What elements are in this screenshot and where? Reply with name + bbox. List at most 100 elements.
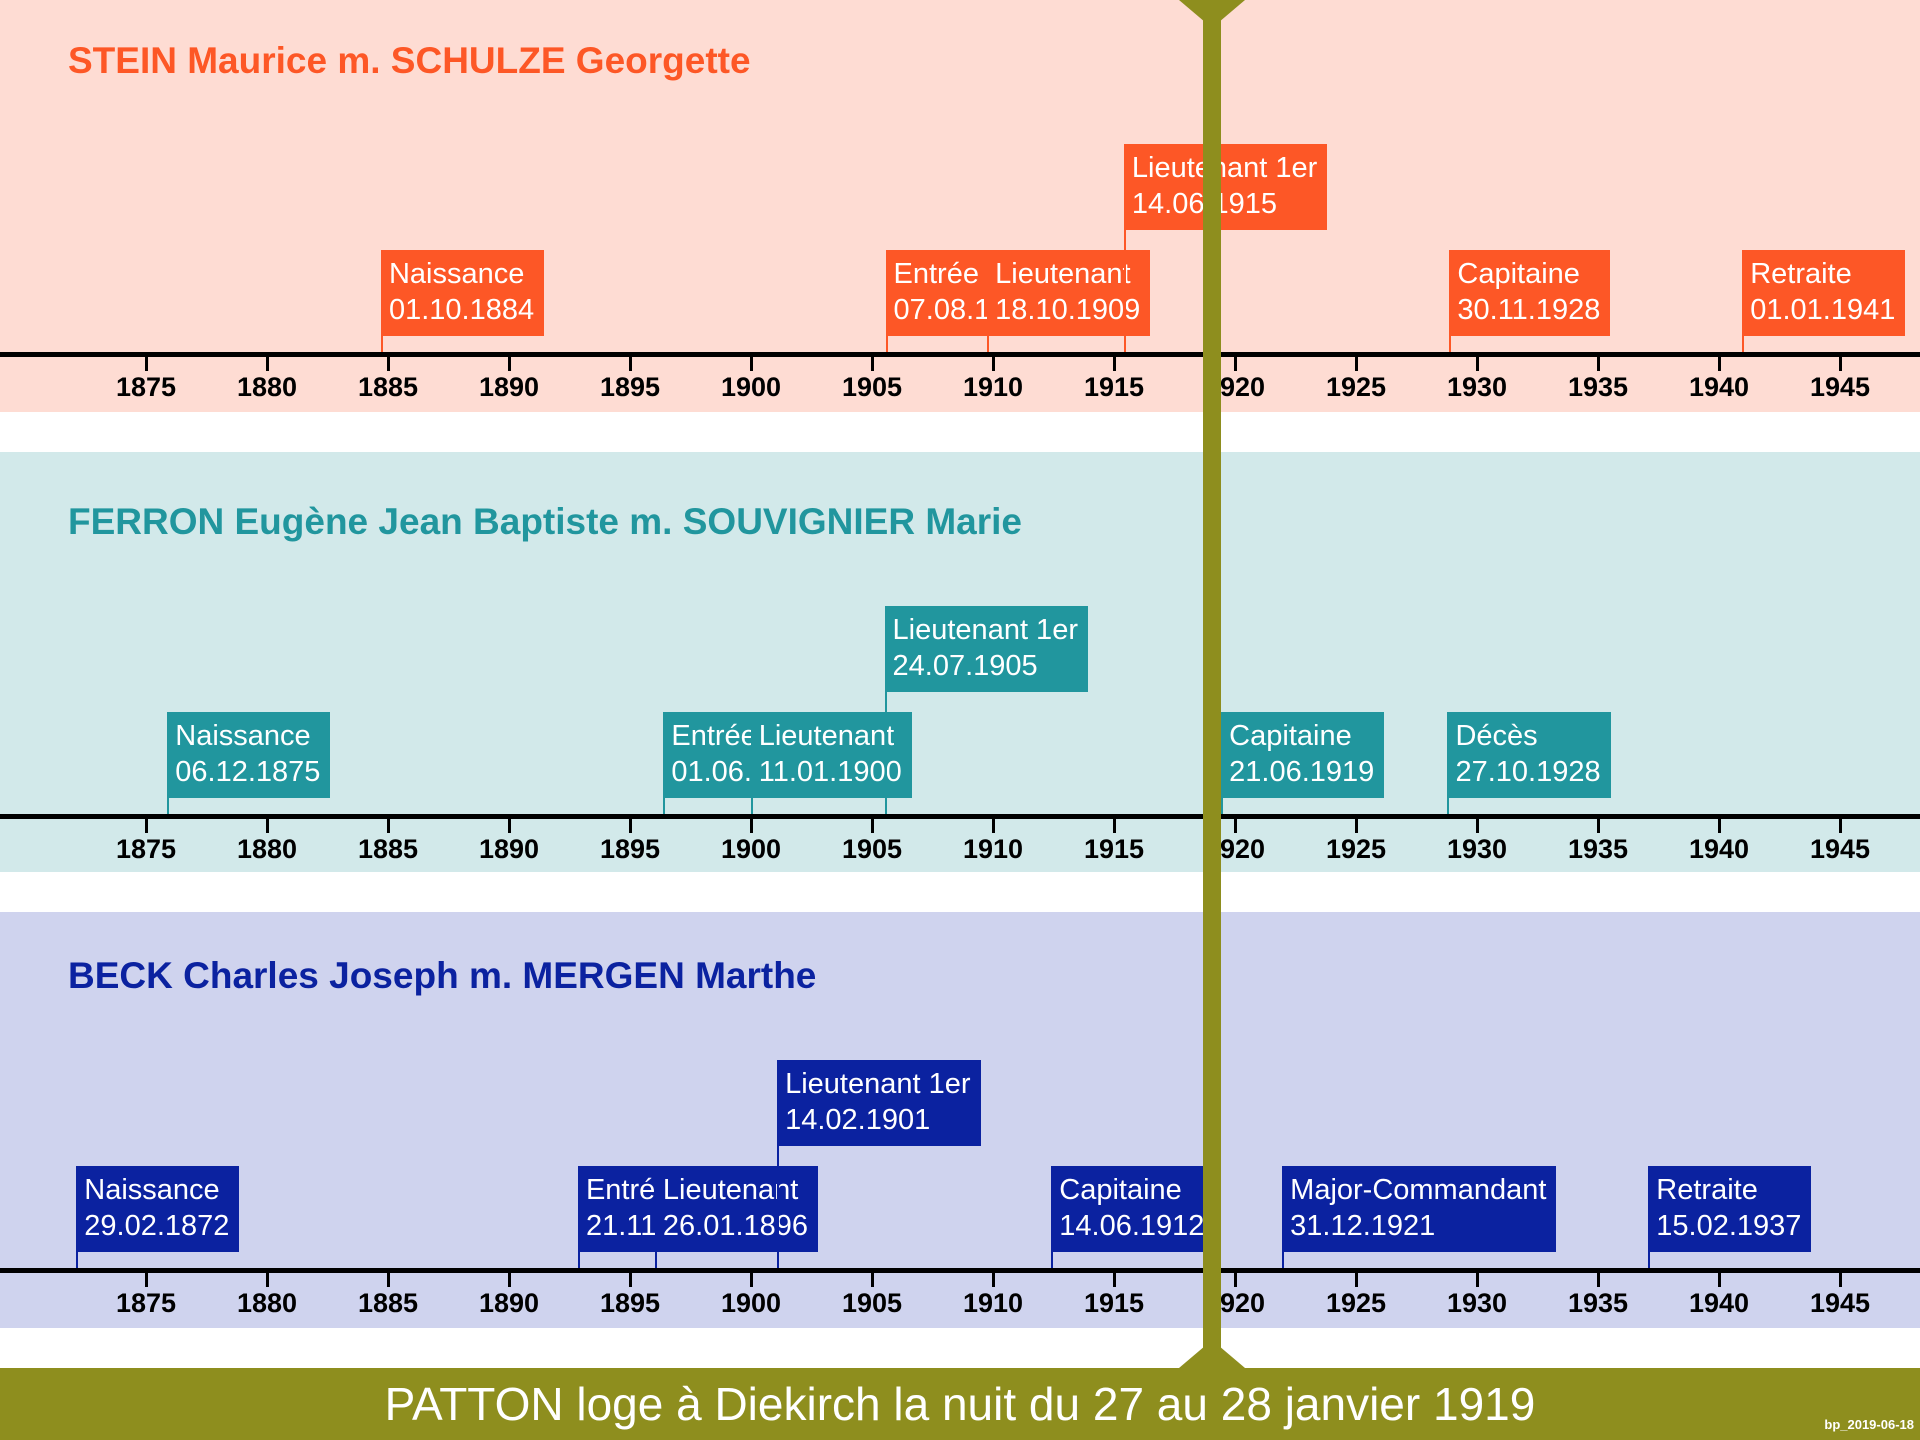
axis-tick [144,1273,148,1287]
panel-title: BECK Charles Joseph m. MERGEN Marthe [68,955,817,996]
event-date: 01.01.1941 [1750,294,1896,326]
axis-tick [1838,1273,1842,1287]
event-date: 14.06.1915 [1132,186,1317,222]
panel-title: FERRON Eugène Jean Baptiste m. SOUVIGNIE… [68,501,1022,542]
axis-tick [870,357,874,371]
event-date: 15.02.1937 [1656,1210,1802,1242]
event-label: Retraite [1656,1174,1758,1206]
axis-year-label: 1910 [962,1288,1024,1318]
event-date: 31.12.1921 [1290,1210,1436,1242]
axis-tick [1838,357,1842,371]
axis-tick [507,819,511,833]
event-flag: Retraite 01.01.1941 [1742,250,1906,336]
event-label: Lieutenant 1er [1131,152,1318,184]
axis-tick [1596,1273,1600,1287]
axis-year-label: 1880 [236,1288,298,1318]
axis-tick [991,1273,995,1287]
axis-tick [749,1273,753,1287]
event-date: 18.10.1909 [995,294,1141,326]
event-label: Décès [1455,720,1538,752]
axis-tick [1475,357,1479,371]
axis-year-label: 1910 [962,834,1024,864]
patton-banner: PATTON loge à Diekirch la nuit du 27 au … [0,1368,1920,1440]
axis-tick [991,357,995,371]
axis-tick [507,357,511,371]
axis-tick [1233,1273,1237,1287]
axis-year-label: 1875 [115,372,177,402]
axis-tick [265,357,269,371]
version-stamp: bp_2019-06-18 [1824,1417,1914,1432]
axis-tick [1112,1273,1116,1287]
axis-tick [1717,1273,1721,1287]
axis-year-label: 1905 [841,372,903,402]
axis-year-label: 1880 [236,834,298,864]
event-flag: Lieutenant 1er 14.02.1901 [777,1060,981,1146]
patton-marker-bottom-arrow [1179,1340,1246,1368]
axis-year-label: 1890 [478,372,540,402]
axis-year-label: 1925 [1325,1288,1387,1318]
event-date: 14.02.1901 [785,1104,931,1136]
axis-tick [628,819,632,833]
event-date: 21.06.1919 [1229,756,1375,788]
axis-year-label: 1930 [1446,834,1508,864]
event-date: 24.07.1905 [892,650,1038,682]
event-flag: Décès 27.10.1928 [1447,712,1611,798]
axis-tick [1233,357,1237,371]
event-label: Lieutenant 1er [785,1068,971,1100]
axis-year-label: 1895 [599,372,661,402]
axis-year-label: 1945 [1809,834,1871,864]
event-label: Major-Commandant [1290,1174,1547,1206]
event-label: Capitaine [1457,258,1580,290]
axis-tick [749,357,753,371]
axis-year-label: 1900 [720,372,782,402]
event-label: Retraite [1750,258,1852,290]
patton-marker-top-arrow [1179,0,1246,28]
axis-tick [1717,819,1721,833]
event-date: 26.01.1896 [662,1210,809,1242]
axis-year-label: 1900 [720,1288,782,1318]
axis-tick [1112,819,1116,833]
axis-year-label: 1940 [1688,1288,1750,1318]
timeline-axis [0,1268,1920,1273]
axis-year-label: 1945 [1809,372,1871,402]
axis-tick [1596,819,1600,833]
axis-year-label: 1915 [1083,1288,1145,1318]
axis-year-label: 1905 [841,834,903,864]
axis-tick [144,357,148,371]
axis-year-label: 1930 [1446,1288,1508,1318]
axis-year-label: 1895 [599,834,661,864]
axis-year-label: 1875 [115,834,177,864]
axis-tick [1354,819,1358,833]
event-stem [884,606,887,814]
event-label: Naissance [388,258,525,290]
axis-year-label: 1890 [478,834,540,864]
axis-tick [1717,357,1721,371]
event-label: Entrée [671,720,757,752]
axis-tick [628,1273,632,1287]
axis-year-label: 1915 [1083,372,1145,402]
axis-tick [1475,819,1479,833]
timeline-panel [0,0,1920,412]
axis-tick [1354,1273,1358,1287]
event-date: 11.01.1900 [758,756,902,788]
event-date: 27.10.1928 [1455,756,1601,788]
event-date: 01.10.1884 [388,294,535,326]
axis-year-label: 1905 [841,1288,903,1318]
event-flag: Capitaine 30.11.1928 [1449,250,1611,336]
axis-tick [1596,357,1600,371]
patton-banner-text: PATTON loge à Diekirch la nuit du 27 au … [384,1378,1536,1430]
event-label: Naissance [84,1174,220,1206]
axis-tick [870,819,874,833]
axis-year-label: 1935 [1567,372,1629,402]
axis-tick [1838,819,1842,833]
event-date: 30.11.1928 [1457,294,1601,326]
axis-tick [265,819,269,833]
